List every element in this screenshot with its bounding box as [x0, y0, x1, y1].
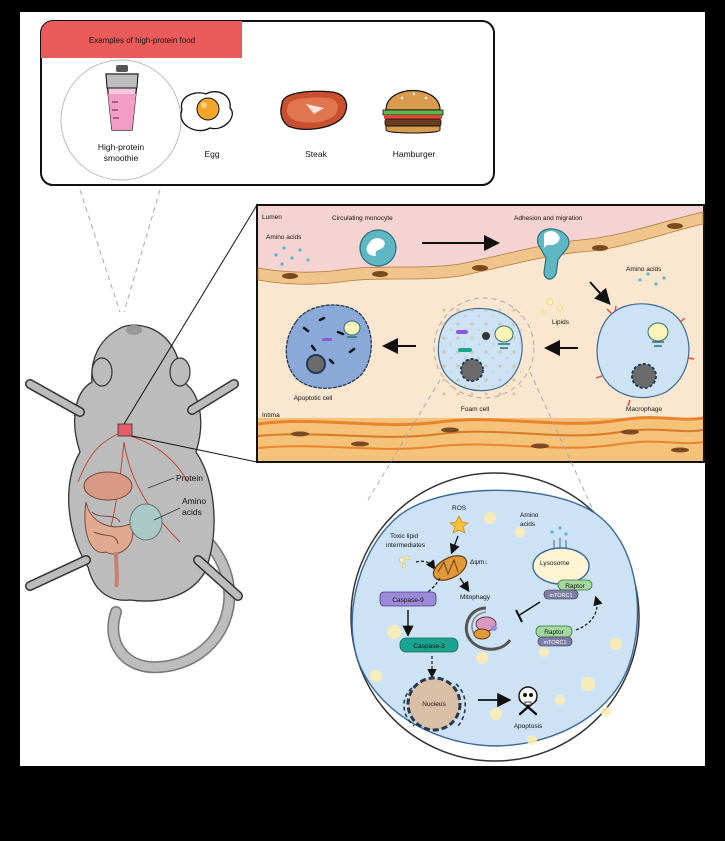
caspase9-label: Caspase-9: [392, 597, 424, 604]
nucleus-label: Nucleus: [422, 701, 446, 708]
foam-cell-icon: [433, 297, 535, 399]
lipids-label: Lipids: [552, 319, 570, 326]
apoptotic-cell-icon: [285, 304, 372, 389]
macrophage-icon: [595, 303, 695, 407]
lysosome-label: Lysosome: [540, 560, 570, 567]
smoothie-label-1: High-protein: [98, 142, 145, 152]
toxic-lipid-label-1: Toxic lipid: [390, 533, 419, 540]
toxic-lipid-label-2: intermediates: [386, 542, 426, 549]
mitophagy-vesicle-icon: [464, 606, 512, 651]
steak-label: Steak: [305, 149, 327, 159]
ros-label: ROS: [452, 505, 467, 512]
egg-label: Egg: [204, 149, 219, 159]
caspase9-box: [379, 591, 437, 607]
amino-acids-right-label: Amino acids: [626, 266, 662, 273]
protein-label: Protein: [176, 473, 203, 483]
caspase3-label: Caspase-3: [413, 643, 445, 650]
figure-canvas: Examples of high-protein food High-prote…: [20, 12, 705, 766]
delta-psi-label: Δψm↓: [470, 559, 488, 566]
circulating-monocyte-label: Circulating monocyte: [332, 215, 393, 222]
smoothie-label-2: smoothie: [104, 153, 139, 163]
mitochondrion-icon: [432, 555, 468, 581]
steak-icon: [280, 90, 348, 130]
food-panel: Examples of high-protein food High-prote…: [40, 20, 495, 186]
caspase3-box: [399, 637, 459, 653]
hamburger-icon: [382, 90, 444, 134]
macrophage-label: Macrophage: [626, 406, 663, 413]
food-panel-header: [41, 21, 242, 58]
mtorc1-top-badge: [543, 589, 579, 600]
diagram: Examples of high-protein food High-prote…: [25, 20, 705, 762]
intima-label: Intima: [262, 412, 280, 419]
nucleus-icon: [403, 676, 467, 732]
skull-icon: [518, 686, 538, 716]
mtorc1-top-label: mTORC1: [549, 593, 572, 599]
apoptosis-label: Apoptosis: [514, 723, 543, 730]
mtorc1-bottom-badge: [537, 636, 573, 647]
artery-panel: Lumen Amino acids Circulating monocyte A…: [256, 204, 705, 463]
mtorc1-bottom-label: mTORC1: [543, 640, 566, 646]
cell-detail-panel: ROS Toxic lipid intermediates Δψm↓ Mitop…: [350, 472, 640, 762]
hamburger-label: Hamburger: [393, 149, 436, 159]
mouse-illustration: [25, 324, 243, 674]
raptor-top-label: Raptor: [565, 583, 585, 590]
smoothie-icon: [105, 65, 139, 131]
amino-acids-left-label: Amino acids: [266, 234, 302, 241]
food-panel-title: Examples of high-protein food: [89, 36, 195, 45]
mouse-amino-label-2: acids: [182, 507, 202, 517]
adhesion-migration-label: Adhesion and migration: [514, 215, 583, 222]
cell-amino-label-1: Amino: [520, 512, 539, 519]
ros-star-icon: [449, 515, 469, 534]
mouse-amino-label-1: Amino: [182, 496, 206, 506]
foam-cell-label: Foam cell: [461, 406, 490, 413]
raptor-bottom-label: Raptor: [544, 629, 564, 636]
cell-amino-label-2: acids: [520, 521, 536, 528]
lumen-label: Lumen: [262, 214, 282, 221]
heart-icon: [117, 423, 133, 437]
mitophagy-label: Mitophagy: [460, 594, 491, 601]
apoptotic-cell-label: Apoptotic cell: [294, 395, 333, 402]
egg-icon: [180, 91, 233, 132]
